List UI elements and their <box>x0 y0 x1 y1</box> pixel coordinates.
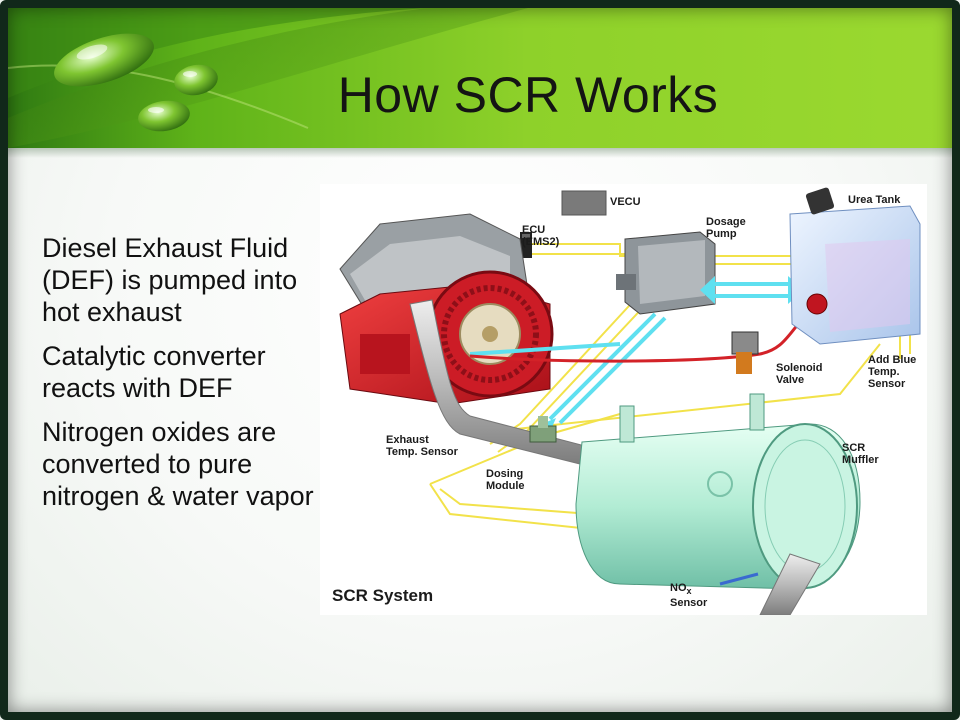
nox-text: NO <box>670 582 687 594</box>
label-urea-tank: Urea Tank <box>848 194 900 206</box>
label-dosage-pump: Dosage Pump <box>706 216 746 240</box>
label-exhaust-temp-sensor: Exhaust Temp. Sensor <box>386 434 458 458</box>
title-banner: How SCR Works <box>8 8 952 148</box>
urea-tank-icon <box>790 187 920 344</box>
banner-shadow <box>8 148 952 158</box>
scr-system-diagram: VECU ECU (EMS2) Dosage Pump Urea Tank Ad… <box>320 184 927 615</box>
dosage-pump-icon <box>616 232 715 314</box>
bullet-list: Diesel Exhaust Fluid (DEF) is pumped int… <box>42 232 322 524</box>
solenoid-valve-icon <box>732 332 758 374</box>
label-scr-system-caption: SCR System <box>332 586 433 606</box>
label-solenoid-valve: Solenoid Valve <box>776 362 822 386</box>
slide-title: How SCR Works <box>268 66 788 124</box>
label-add-blue-temp-sensor: Add Blue Temp. Sensor <box>868 354 916 390</box>
nox-sensor-word: Sensor <box>670 597 707 609</box>
bullet-catalytic-converter: Catalytic converter reacts with DEF <box>42 340 322 404</box>
scr-system-illustration <box>320 184 927 615</box>
bullet-def-pumped: Diesel Exhaust Fluid (DEF) is pumped int… <box>42 232 322 328</box>
scr-muffler-icon <box>576 394 860 589</box>
label-vecu: VECU <box>610 196 641 208</box>
vecu-module-icon <box>562 191 606 215</box>
label-ecu: ECU (EMS2) <box>522 224 559 248</box>
bullet-nitrogen-oxides: Nitrogen oxides are converted to pure ni… <box>42 416 322 512</box>
label-scr-muffler: SCR Muffler <box>842 442 879 466</box>
label-dosing-module: Dosing Module <box>486 468 525 492</box>
nox-subscript: x <box>687 586 692 596</box>
